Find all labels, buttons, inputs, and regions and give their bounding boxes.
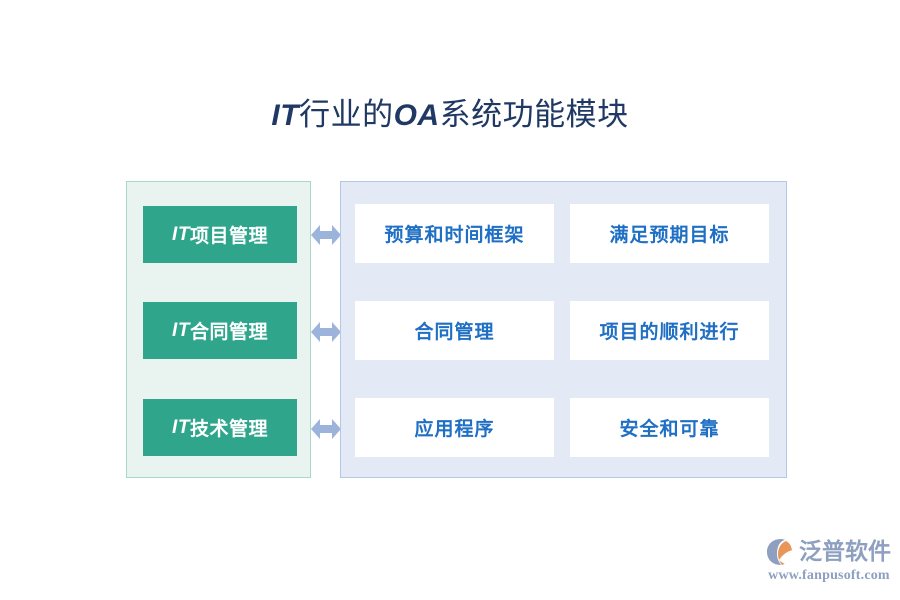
category-label: 合同管理 — [189, 322, 268, 343]
right-detail-panel: 预算和时间框架 满足预期目标 合同管理 项目的顺利进行 应用程序 安全和可靠 — [340, 181, 787, 478]
detail-box-contract-management[interactable]: 合同管理 — [355, 301, 554, 360]
double-arrow-horizontal-icon — [311, 416, 341, 442]
brand-name: 泛普软件 — [799, 539, 891, 564]
category-label: 项目管理 — [189, 226, 268, 247]
page-title-suffix: 系统功能模块 — [439, 97, 629, 132]
page-title-mid: 行业的 — [299, 97, 394, 132]
brand-logo-row: 泛普软件 — [766, 537, 892, 567]
brand-url: www.fanpusoft.com — [768, 568, 890, 583]
detail-box-smooth-project-progress[interactable]: 项目的顺利进行 — [570, 301, 769, 360]
detail-box-safe-and-reliable[interactable]: 安全和可靠 — [570, 398, 769, 457]
category-latin-prefix: IT — [172, 416, 190, 438]
double-arrow-horizontal-icon — [311, 319, 341, 345]
detail-box-meet-expected-goals[interactable]: 满足预期目标 — [570, 204, 769, 263]
detail-box-application-program[interactable]: 应用程序 — [355, 398, 554, 457]
page-title-latin-oa: OA — [393, 99, 440, 132]
category-label: 技术管理 — [189, 419, 268, 440]
page-title: IT行业的OA系统功能模块 — [0, 95, 900, 136]
detail-box-budget-timeframe[interactable]: 预算和时间框架 — [355, 204, 554, 263]
category-latin-prefix: IT — [172, 319, 190, 341]
brand-logo: 泛普软件 www.fanpusoft.com — [766, 537, 892, 585]
fanpu-swoosh-icon — [766, 538, 796, 566]
category-latin-prefix: IT — [172, 223, 190, 245]
double-arrow-horizontal-icon — [311, 222, 341, 248]
page-title-latin-it: IT — [271, 99, 300, 132]
